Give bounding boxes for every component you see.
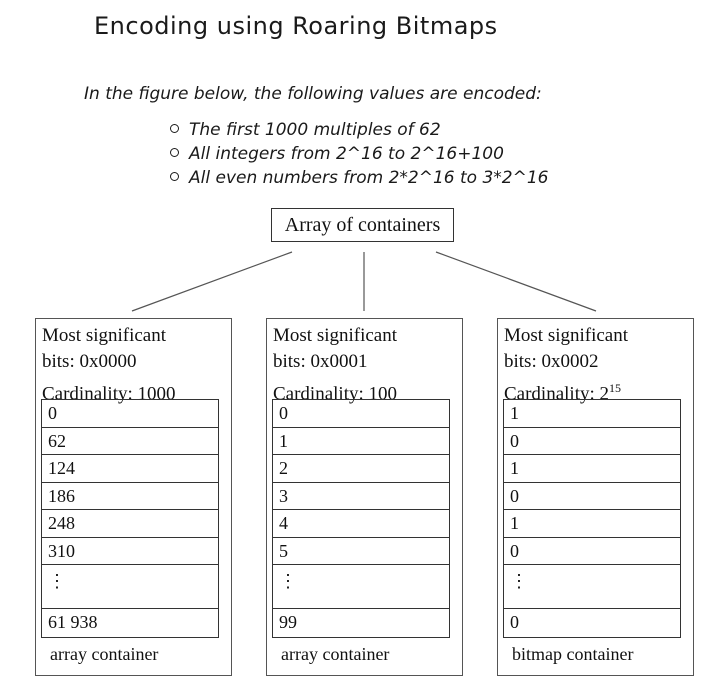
container-values: 1 0 1 0 1 0 ⋮ 0 [503, 399, 681, 638]
value-cell-last: 0 [510, 612, 519, 632]
value-cell-last: 61 938 [48, 612, 98, 632]
value-cell: 4 [273, 510, 449, 538]
bullet-text: All even numbers from 2*2^16 to 3*2^16 [189, 168, 549, 188]
value-cell: 310 [42, 538, 218, 565]
msb-value: bits: 0x0001 [273, 351, 368, 372]
container-type-label: bitmap container [512, 644, 634, 664]
value-cell: 2 [273, 455, 449, 483]
bullet-text: The first 1000 multiples of 62 [189, 120, 441, 140]
container-header: Most significant bits: 0x0002 Cardinalit… [504, 323, 628, 407]
value-cell: 3 [273, 483, 449, 510]
ellipsis-cell: ⋮ [273, 565, 449, 609]
connector-right [435, 251, 597, 312]
value-cell: 0 [504, 428, 680, 455]
value-cell: 5 [273, 538, 449, 565]
bullet-circle-icon [170, 171, 179, 181]
diagram-title: Encoding using Roaring Bitmaps [94, 12, 498, 40]
value-cell: 0 [42, 400, 218, 428]
value-cell: 0 [504, 483, 680, 510]
container-header: Most significant bits: 0x0000 Cardinalit… [42, 323, 176, 407]
msb-value: bits: 0x0002 [504, 351, 599, 372]
container-0: Most significant bits: 0x0000 Cardinalit… [35, 318, 232, 676]
cardinality-value: 2 [599, 383, 610, 405]
value-cell: 1 [504, 400, 680, 428]
connector-left [131, 251, 293, 312]
ellipsis-cell: ⋮ [504, 565, 680, 609]
msb-label: Most significant [42, 325, 167, 346]
msb-label: Most significant [273, 325, 398, 346]
value-cell: 1 [504, 455, 680, 483]
value-cell: 0 [273, 400, 449, 428]
intro-text: In the figure below, the following value… [84, 84, 542, 104]
bullet-circle-icon [170, 147, 179, 157]
value-cell-last: 99 [279, 612, 297, 632]
msb-label: Most significant [504, 325, 629, 346]
container-values: 0 1 2 3 4 5 ⋮ 99 [272, 399, 450, 638]
bullet-text: All integers from 2^16 to 2^16+100 [189, 144, 504, 164]
array-of-containers-box: Array of containers [271, 208, 454, 242]
bullet-item: All integers from 2^16 to 2^16+100 [170, 142, 548, 166]
bullet-item: The first 1000 multiples of 62 [170, 118, 548, 142]
msb-value: bits: 0x0000 [42, 351, 137, 372]
value-cell: 1 [504, 510, 680, 538]
container-header: Most significant bits: 0x0001 Cardinalit… [273, 323, 397, 407]
bullet-circle-icon [170, 123, 179, 133]
container-type-label: array container [281, 644, 390, 664]
container-values: 0 62 124 186 248 310 ⋮ 61 938 [41, 399, 219, 638]
ellipsis-cell: ⋮ [42, 565, 218, 609]
encoded-values-list: The first 1000 multiples of 62 All integ… [170, 118, 548, 190]
value-cell: 1 [273, 428, 449, 455]
value-cell: 248 [42, 510, 218, 538]
value-cell: 124 [42, 455, 218, 483]
value-cell: 0 [504, 538, 680, 565]
bullet-item: All even numbers from 2*2^16 to 3*2^16 [170, 166, 548, 190]
value-cell: 186 [42, 483, 218, 510]
container-1: Most significant bits: 0x0001 Cardinalit… [266, 318, 463, 676]
value-cell: 62 [42, 428, 218, 455]
container-type-label: array container [50, 644, 159, 664]
container-2: Most significant bits: 0x0002 Cardinalit… [497, 318, 694, 676]
cardinality-exponent: 15 [609, 381, 622, 395]
